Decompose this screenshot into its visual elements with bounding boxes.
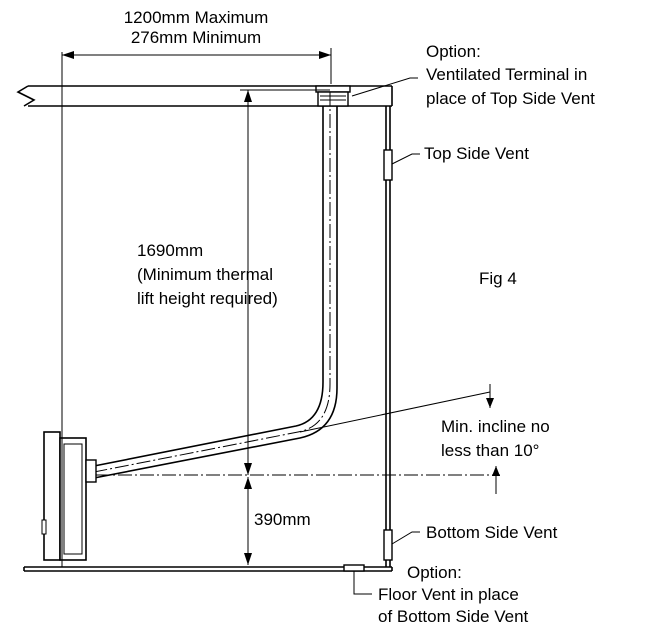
- bottom-side-vent: [383, 529, 393, 561]
- flue-pipe: [93, 92, 338, 479]
- right-wall: [385, 106, 391, 567]
- bottom-side-vent-label: Bottom Side Vent: [426, 523, 558, 542]
- leader-terminal: [351, 77, 418, 97]
- ventilated-terminal: [315, 85, 351, 107]
- floor-vent: [343, 564, 365, 572]
- leader-bottom-vent: [391, 531, 420, 545]
- lift-height-dimension: [240, 89, 330, 475]
- incline-line2: less than 10°: [441, 441, 539, 460]
- base-height-dimension: [96, 474, 500, 565]
- base-height-label: 390mm: [254, 510, 311, 529]
- top-side-vent-label: Top Side Vent: [424, 144, 529, 163]
- appliance: [41, 431, 97, 561]
- width-dimension: [61, 48, 332, 567]
- leader-floor-vent: [353, 571, 372, 595]
- incline-indicator: [299, 384, 500, 494]
- option-bottom-label: Option:: [407, 563, 462, 582]
- width-min-label: 276mm Minimum: [131, 28, 261, 47]
- leader-top-vent: [391, 153, 420, 165]
- option-bottom-line2: Floor Vent in place: [378, 585, 519, 604]
- top-side-vent: [383, 149, 393, 181]
- figure-label: Fig 4: [479, 269, 517, 288]
- option-bottom-line3: of Bottom Side Vent: [378, 607, 529, 626]
- option-top-label: Option:: [426, 42, 481, 61]
- lift-note-line2: lift height required): [137, 289, 278, 308]
- width-max-label: 1200mm Maximum: [124, 8, 269, 27]
- incline-line1: Min. incline no: [441, 417, 550, 436]
- floor: [23, 566, 393, 572]
- lift-value-label: 1690mm: [137, 241, 203, 260]
- break-line: [16, 85, 36, 107]
- lift-note-line1: (Minimum thermal: [137, 265, 273, 284]
- option-top-line3: place of Top Side Vent: [426, 89, 595, 108]
- option-top-line2: Ventilated Terminal in: [426, 65, 587, 84]
